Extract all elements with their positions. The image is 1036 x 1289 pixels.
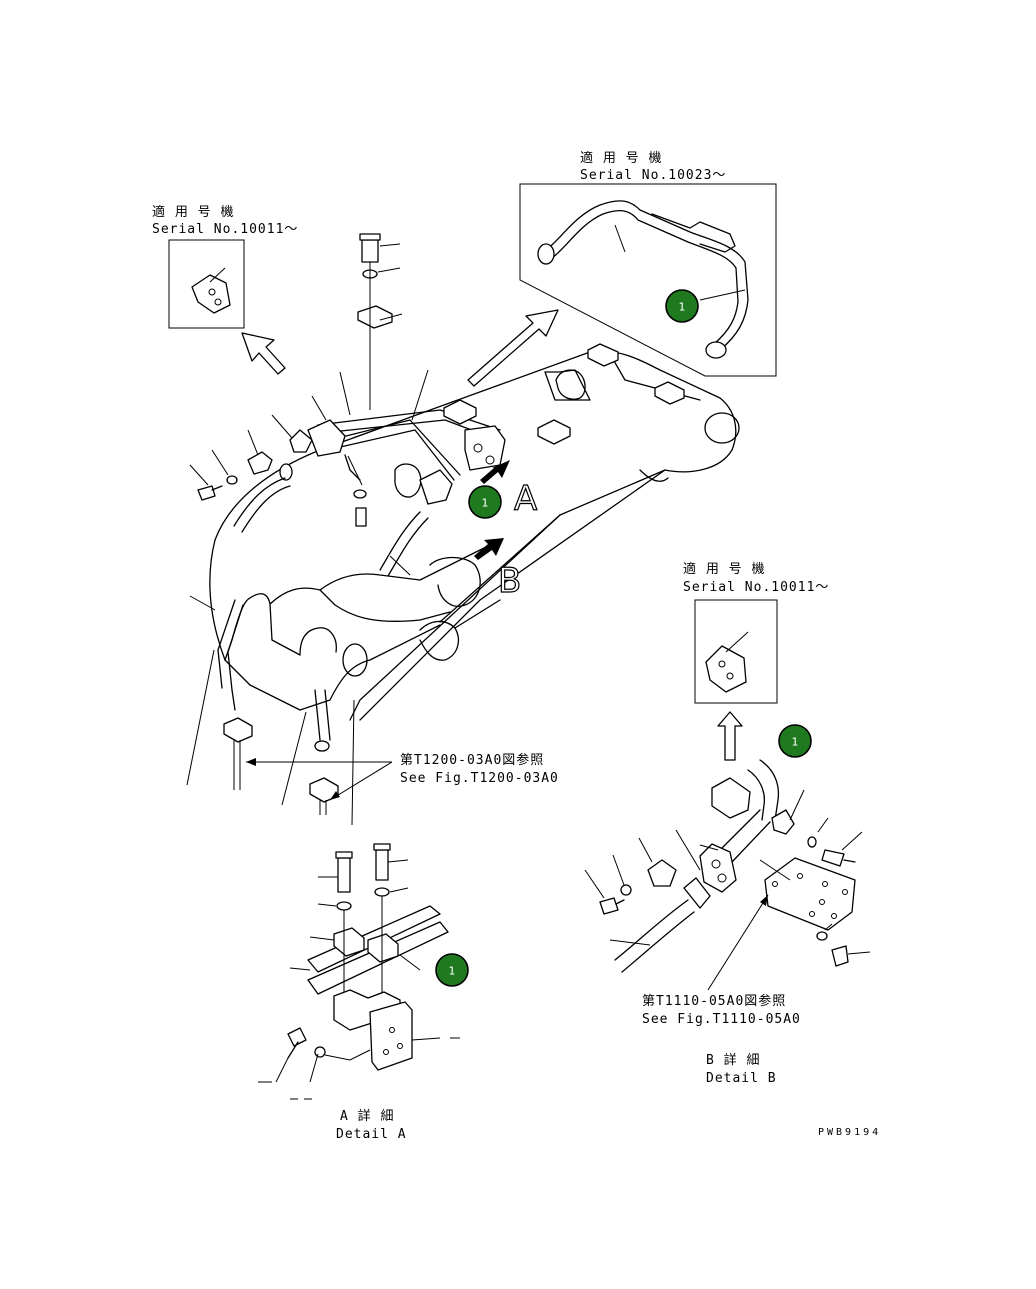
- detail-b-title-jp: B 詳 細: [706, 1052, 760, 1068]
- inset-top-right-jp: 適 用 号 機: [580, 150, 662, 166]
- inset-bracket-10011-right: 適 用 号 機 Serial No.10011～: [683, 561, 829, 761]
- arrow-to-inset: [467, 309, 559, 387]
- callout-number: 1: [449, 965, 456, 978]
- callout-marker[interactable]: [435, 953, 469, 987]
- callout-number: 1: [792, 736, 799, 749]
- view-label-a: A: [514, 479, 537, 519]
- callout-1-main[interactable]: 1: [468, 485, 502, 519]
- ref-t1200-jp: 第T1200-03A0図参照: [400, 752, 544, 768]
- inset-mid-right-jp: 適 用 号 機: [683, 561, 765, 577]
- callout-1-detail-a[interactable]: 1: [435, 953, 469, 987]
- drawing-code: PWB9194: [818, 1127, 881, 1138]
- detail-a-title-jp: A 詳 細: [340, 1108, 394, 1124]
- detail-b-title: Detail B: [706, 1071, 777, 1086]
- callout-1-detail-b[interactable]: 1: [778, 724, 812, 758]
- inset-top-left-serial: Serial No.10011～: [152, 222, 298, 237]
- callout-number: 1: [482, 497, 489, 510]
- inset-top-right-serial: Serial No.10023～: [580, 168, 726, 183]
- callout-marker[interactable]: [778, 724, 812, 758]
- detail-b: 第T1110-05A0図参照 See Fig.T1110-05A0 B 詳 細 …: [584, 759, 871, 1086]
- ref-t1110: See Fig.T1110-05A0: [642, 1012, 801, 1027]
- callout-number: 1: [679, 301, 686, 314]
- inset-bracket-10011-left: 適 用 号 機 Serial No.10011～: [152, 204, 298, 375]
- callout-marker[interactable]: [665, 289, 699, 323]
- callout-marker[interactable]: [468, 485, 502, 519]
- inset-top-left-jp: 適 用 号 機: [152, 204, 234, 220]
- inset-mid-right-serial: Serial No.10011～: [683, 580, 829, 595]
- ref-t1200: See Fig.T1200-03A0: [400, 771, 559, 786]
- detail-a: A 詳 細 Detail A: [258, 843, 460, 1142]
- detail-a-title: Detail A: [336, 1127, 407, 1142]
- callout-1-topright[interactable]: 1: [665, 289, 699, 323]
- view-label-b: B: [498, 561, 521, 601]
- inset-pipe-10023: 適 用 号 機 Serial No.10023～: [519, 150, 777, 377]
- ref-t1110-jp: 第T1110-05A0図参照: [642, 993, 786, 1009]
- boom-assembly: A B: [186, 233, 740, 826]
